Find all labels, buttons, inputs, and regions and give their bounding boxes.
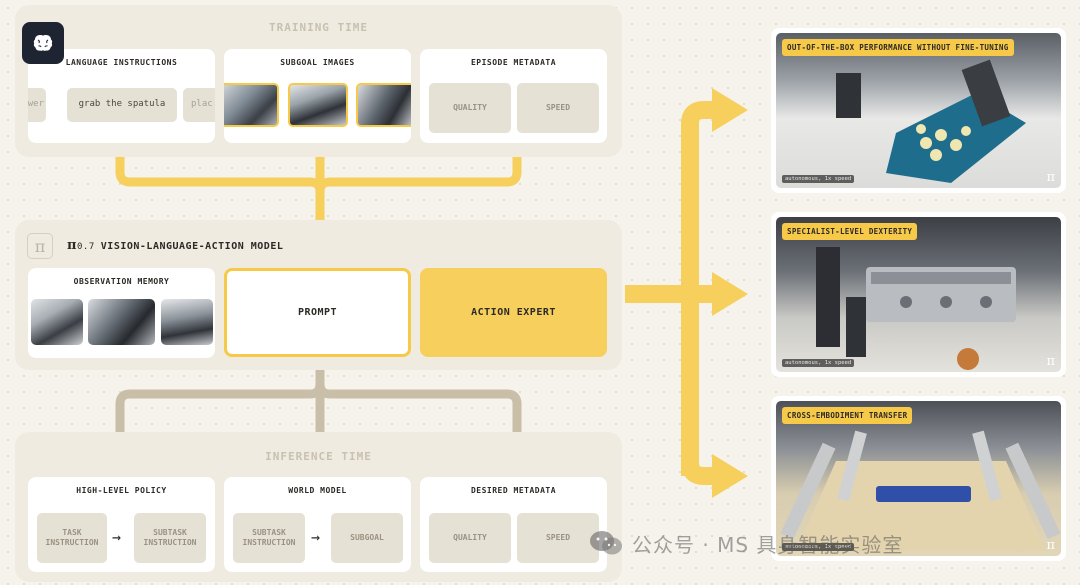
desired-metadata-title: DESIRED METADATA bbox=[470, 486, 557, 495]
inference-time-title: INFERENCE TIME bbox=[265, 450, 372, 463]
episode-metadata-title: EPISODE METADATA bbox=[470, 58, 557, 67]
output-arrowhead-3 bbox=[712, 454, 748, 498]
subgoal-image-2 bbox=[288, 83, 348, 127]
output-card-dexterity[interactable]: SPECIALIST-LEVEL DEXTERITY autonomous, 1… bbox=[771, 212, 1066, 377]
observation-image-3 bbox=[161, 299, 213, 345]
episode-speed-chip: SPEED bbox=[517, 83, 599, 133]
action-expert-box: ACTION EXPERT bbox=[420, 268, 607, 357]
language-instructions-title: LANGUAGE INSTRUCTIONS bbox=[65, 58, 178, 67]
inference-time-panel: INFERENCE TIME HIGH-LEVEL POLICY TASK IN… bbox=[15, 432, 622, 582]
pi-icon: π bbox=[27, 233, 53, 259]
output-photo-dexterity: SPECIALIST-LEVEL DEXTERITY autonomous, 1… bbox=[776, 217, 1061, 372]
subgoal-images-card: SUBGOAL IMAGES bbox=[224, 49, 411, 143]
output-label-performance: OUT-OF-THE-BOX PERFORMANCE WITHOUT FINE-… bbox=[782, 39, 1014, 56]
desired-metadata-card: DESIRED METADATA QUALITY SPEED bbox=[420, 477, 607, 572]
pi-watermark-icon: π bbox=[1046, 354, 1055, 369]
training-time-title: TRAINING TIME bbox=[268, 21, 369, 34]
instruction-chip-current: grab the spatula bbox=[67, 88, 177, 122]
world-arrow-icon: → bbox=[311, 528, 321, 546]
vla-model-panel: π π 0.7 VISION-LANGUAGE-ACTION MODEL OBS… bbox=[15, 220, 622, 370]
instruction-chip-prev: wer bbox=[28, 88, 46, 122]
output-caption-dexterity: autonomous, 1x speed bbox=[782, 359, 855, 367]
observation-memory-title: OBSERVATION MEMORY bbox=[73, 277, 170, 286]
world-model-title: WORLD MODEL bbox=[288, 486, 347, 495]
watermark-text: 公众号 · MS 具身智能实验室 bbox=[632, 532, 904, 557]
brand-badge[interactable] bbox=[22, 22, 64, 64]
robot-arms-illustration bbox=[780, 430, 1061, 551]
training-time-panel: TRAINING TIME LANGUAGE INSTRUCTIONS wer … bbox=[15, 5, 622, 157]
desired-quality-chip: QUALITY bbox=[429, 513, 511, 563]
prompt-box: PROMPT bbox=[224, 268, 411, 357]
high-level-policy-title: HIGH-LEVEL POLICY bbox=[76, 486, 167, 495]
high-level-policy-card: HIGH-LEVEL POLICY TASK INSTRUCTION → SUB… bbox=[28, 477, 215, 572]
wechat-watermark: 公众号 · MS 具身智能实验室 bbox=[588, 528, 903, 558]
observation-memory-card: OBSERVATION MEMORY bbox=[28, 268, 215, 358]
output-arrowhead-2 bbox=[712, 272, 748, 316]
subgoal-image-1 bbox=[224, 83, 279, 127]
espresso-machine-illustration bbox=[816, 247, 1016, 370]
output-label-cross-embodiment: CROSS-EMBODIMENT TRANSFER bbox=[782, 407, 913, 424]
wechat-icon bbox=[590, 531, 622, 555]
model-title-text: VISION-LANGUAGE-ACTION MODEL bbox=[100, 241, 284, 252]
output-flow-arrow bbox=[625, 101, 718, 485]
output-photo-performance: OUT-OF-THE-BOX PERFORMANCE WITHOUT FINE-… bbox=[776, 33, 1061, 188]
instruction-chip-next: plac bbox=[183, 88, 215, 122]
output-label-dexterity: SPECIALIST-LEVEL DEXTERITY bbox=[782, 223, 918, 240]
cutting-board-illustration bbox=[836, 59, 1026, 183]
episode-metadata-card: EPISODE METADATA QUALITY SPEED bbox=[420, 49, 607, 143]
world-subtask-instruction-chip: SUBTASK INSTRUCTION bbox=[233, 513, 305, 563]
language-instructions-card: LANGUAGE INSTRUCTIONS wer grab the spatu… bbox=[28, 49, 215, 143]
output-card-performance[interactable]: OUT-OF-THE-BOX PERFORMANCE WITHOUT FINE-… bbox=[771, 28, 1066, 193]
pi-watermark-icon: π bbox=[1046, 170, 1055, 185]
vla-model-title: π 0.7 VISION-LANGUAGE-ACTION MODEL bbox=[67, 238, 283, 253]
subgoal-image-3 bbox=[356, 83, 411, 127]
output-card-cross-embodiment[interactable]: CROSS-EMBODIMENT TRANSFER autonomous, 1x… bbox=[771, 396, 1066, 561]
output-arrowhead-1 bbox=[712, 88, 748, 132]
episode-quality-chip: QUALITY bbox=[429, 83, 511, 133]
pi-watermark-icon: π bbox=[1046, 538, 1055, 553]
output-caption-performance: autonomous, 1x speed bbox=[782, 175, 855, 183]
brain-icon bbox=[33, 34, 53, 51]
policy-subtask-instruction-chip: SUBTASK INSTRUCTION bbox=[134, 513, 206, 563]
model-version: 0.7 bbox=[77, 242, 95, 252]
task-instruction-chip: TASK INSTRUCTION bbox=[37, 513, 107, 563]
pi-symbol: π bbox=[67, 238, 78, 253]
desired-speed-chip: SPEED bbox=[517, 513, 599, 563]
observation-image-2 bbox=[88, 299, 155, 345]
subgoal-chip: SUBGOAL bbox=[331, 513, 403, 563]
output-caption-cross-embodiment: autonomous, 1x speed bbox=[782, 543, 855, 551]
observation-image-1 bbox=[31, 299, 83, 345]
world-model-card: WORLD MODEL SUBTASK INSTRUCTION → SUBGOA… bbox=[224, 477, 411, 572]
subgoal-images-title: SUBGOAL IMAGES bbox=[280, 58, 355, 67]
output-photo-cross-embodiment: CROSS-EMBODIMENT TRANSFER autonomous, 1x… bbox=[776, 401, 1061, 556]
policy-arrow-icon: → bbox=[112, 528, 122, 546]
